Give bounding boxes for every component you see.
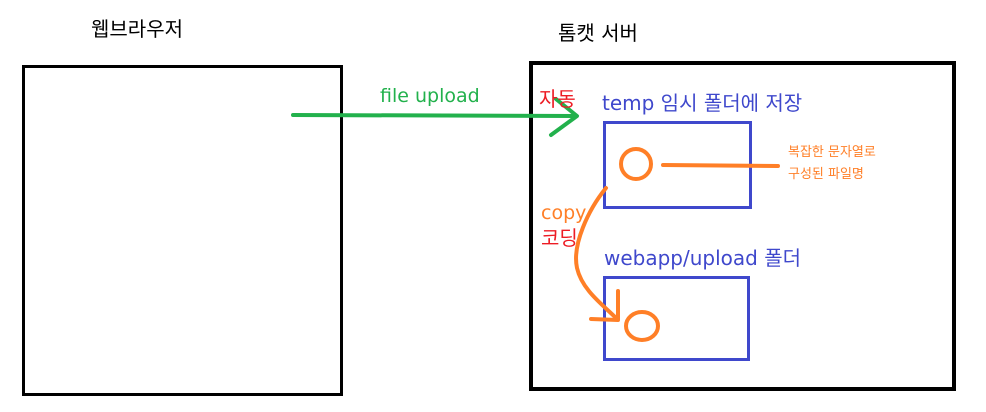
coding-label: 코딩 [541, 226, 578, 250]
complex-filename-note-line1: 복잡한 문자열로 [788, 145, 876, 160]
copy-curve [574, 186, 618, 320]
temp-folder-label: temp 임시 폴더에 저장 [602, 91, 803, 115]
upload-file-circle [624, 310, 660, 342]
upload-arrowhead [549, 97, 579, 137]
copy-arrowhead [589, 289, 620, 322]
file-upload-label: file upload [380, 85, 480, 107]
upload-arrow [291, 113, 578, 118]
browser-title: 웹브라우저 [91, 17, 183, 41]
upload-folder-label: webapp/upload 폴더 [604, 246, 802, 270]
tomcat-server-box [529, 61, 956, 391]
complex-filename-note-line2: 구성된 파일명 [788, 167, 864, 182]
filename-pointer-line [661, 163, 780, 168]
copy-label: copy [541, 202, 587, 224]
temp-file-circle [619, 147, 653, 181]
browser-box [22, 65, 343, 396]
auto-label: 자동 [539, 87, 576, 111]
tomcat-title: 톰캣 서버 [558, 21, 638, 45]
